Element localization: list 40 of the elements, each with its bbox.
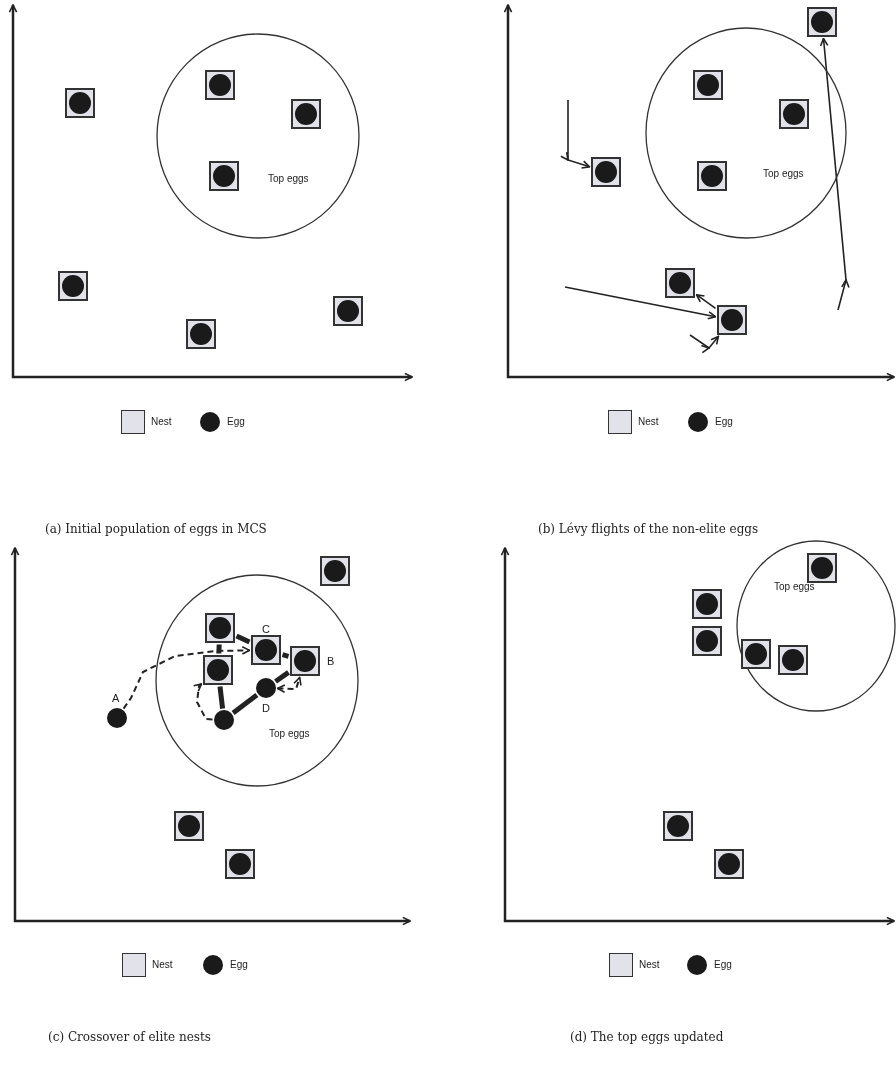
arrow <box>695 293 717 310</box>
point-label: A <box>112 692 120 704</box>
legend-label: Nest <box>152 959 173 970</box>
arrow <box>276 676 302 694</box>
arrow <box>192 682 214 721</box>
connector-line <box>235 633 251 645</box>
circle-label: Top eggs <box>269 727 310 739</box>
arrow <box>560 99 591 169</box>
legend-label: Nest <box>151 416 172 427</box>
connector-line <box>281 652 290 659</box>
legend-label: Egg <box>230 959 248 970</box>
point-label: D <box>262 702 270 714</box>
panel-caption: (c) Crossover of elite nests <box>48 1030 211 1044</box>
legend-label: Nest <box>639 959 660 970</box>
panel-caption: (b) Lévy flights of the non-elite eggs <box>538 522 759 536</box>
circle-label: Top eggs <box>268 173 309 184</box>
point-label: C <box>262 623 270 635</box>
legend-label: Egg <box>227 416 245 427</box>
legend-label: Nest <box>638 416 659 427</box>
egg-dot <box>256 678 276 698</box>
top-eggs-circle <box>736 540 896 712</box>
legend-label: Egg <box>714 959 732 970</box>
point-label: B <box>327 655 335 667</box>
arrow <box>820 37 850 311</box>
arrow <box>689 334 720 353</box>
circle-label: Top eggs <box>763 168 804 179</box>
panel-caption: (d) The top eggs updated <box>570 1030 724 1044</box>
connector-line <box>217 686 226 709</box>
egg-dot <box>214 710 234 730</box>
arrow <box>564 286 717 320</box>
connector-line <box>274 670 290 684</box>
legend-label: Egg <box>715 416 733 427</box>
top-eggs-circle <box>645 27 847 239</box>
circle-label: Top eggs <box>774 581 815 592</box>
arrow <box>122 646 251 710</box>
connector-line <box>231 693 259 715</box>
top-eggs-circle <box>156 33 360 239</box>
egg-dot <box>107 708 127 728</box>
top-eggs-circle <box>155 573 359 787</box>
panel-caption: (a) Initial population of eggs in MCS <box>45 522 267 536</box>
